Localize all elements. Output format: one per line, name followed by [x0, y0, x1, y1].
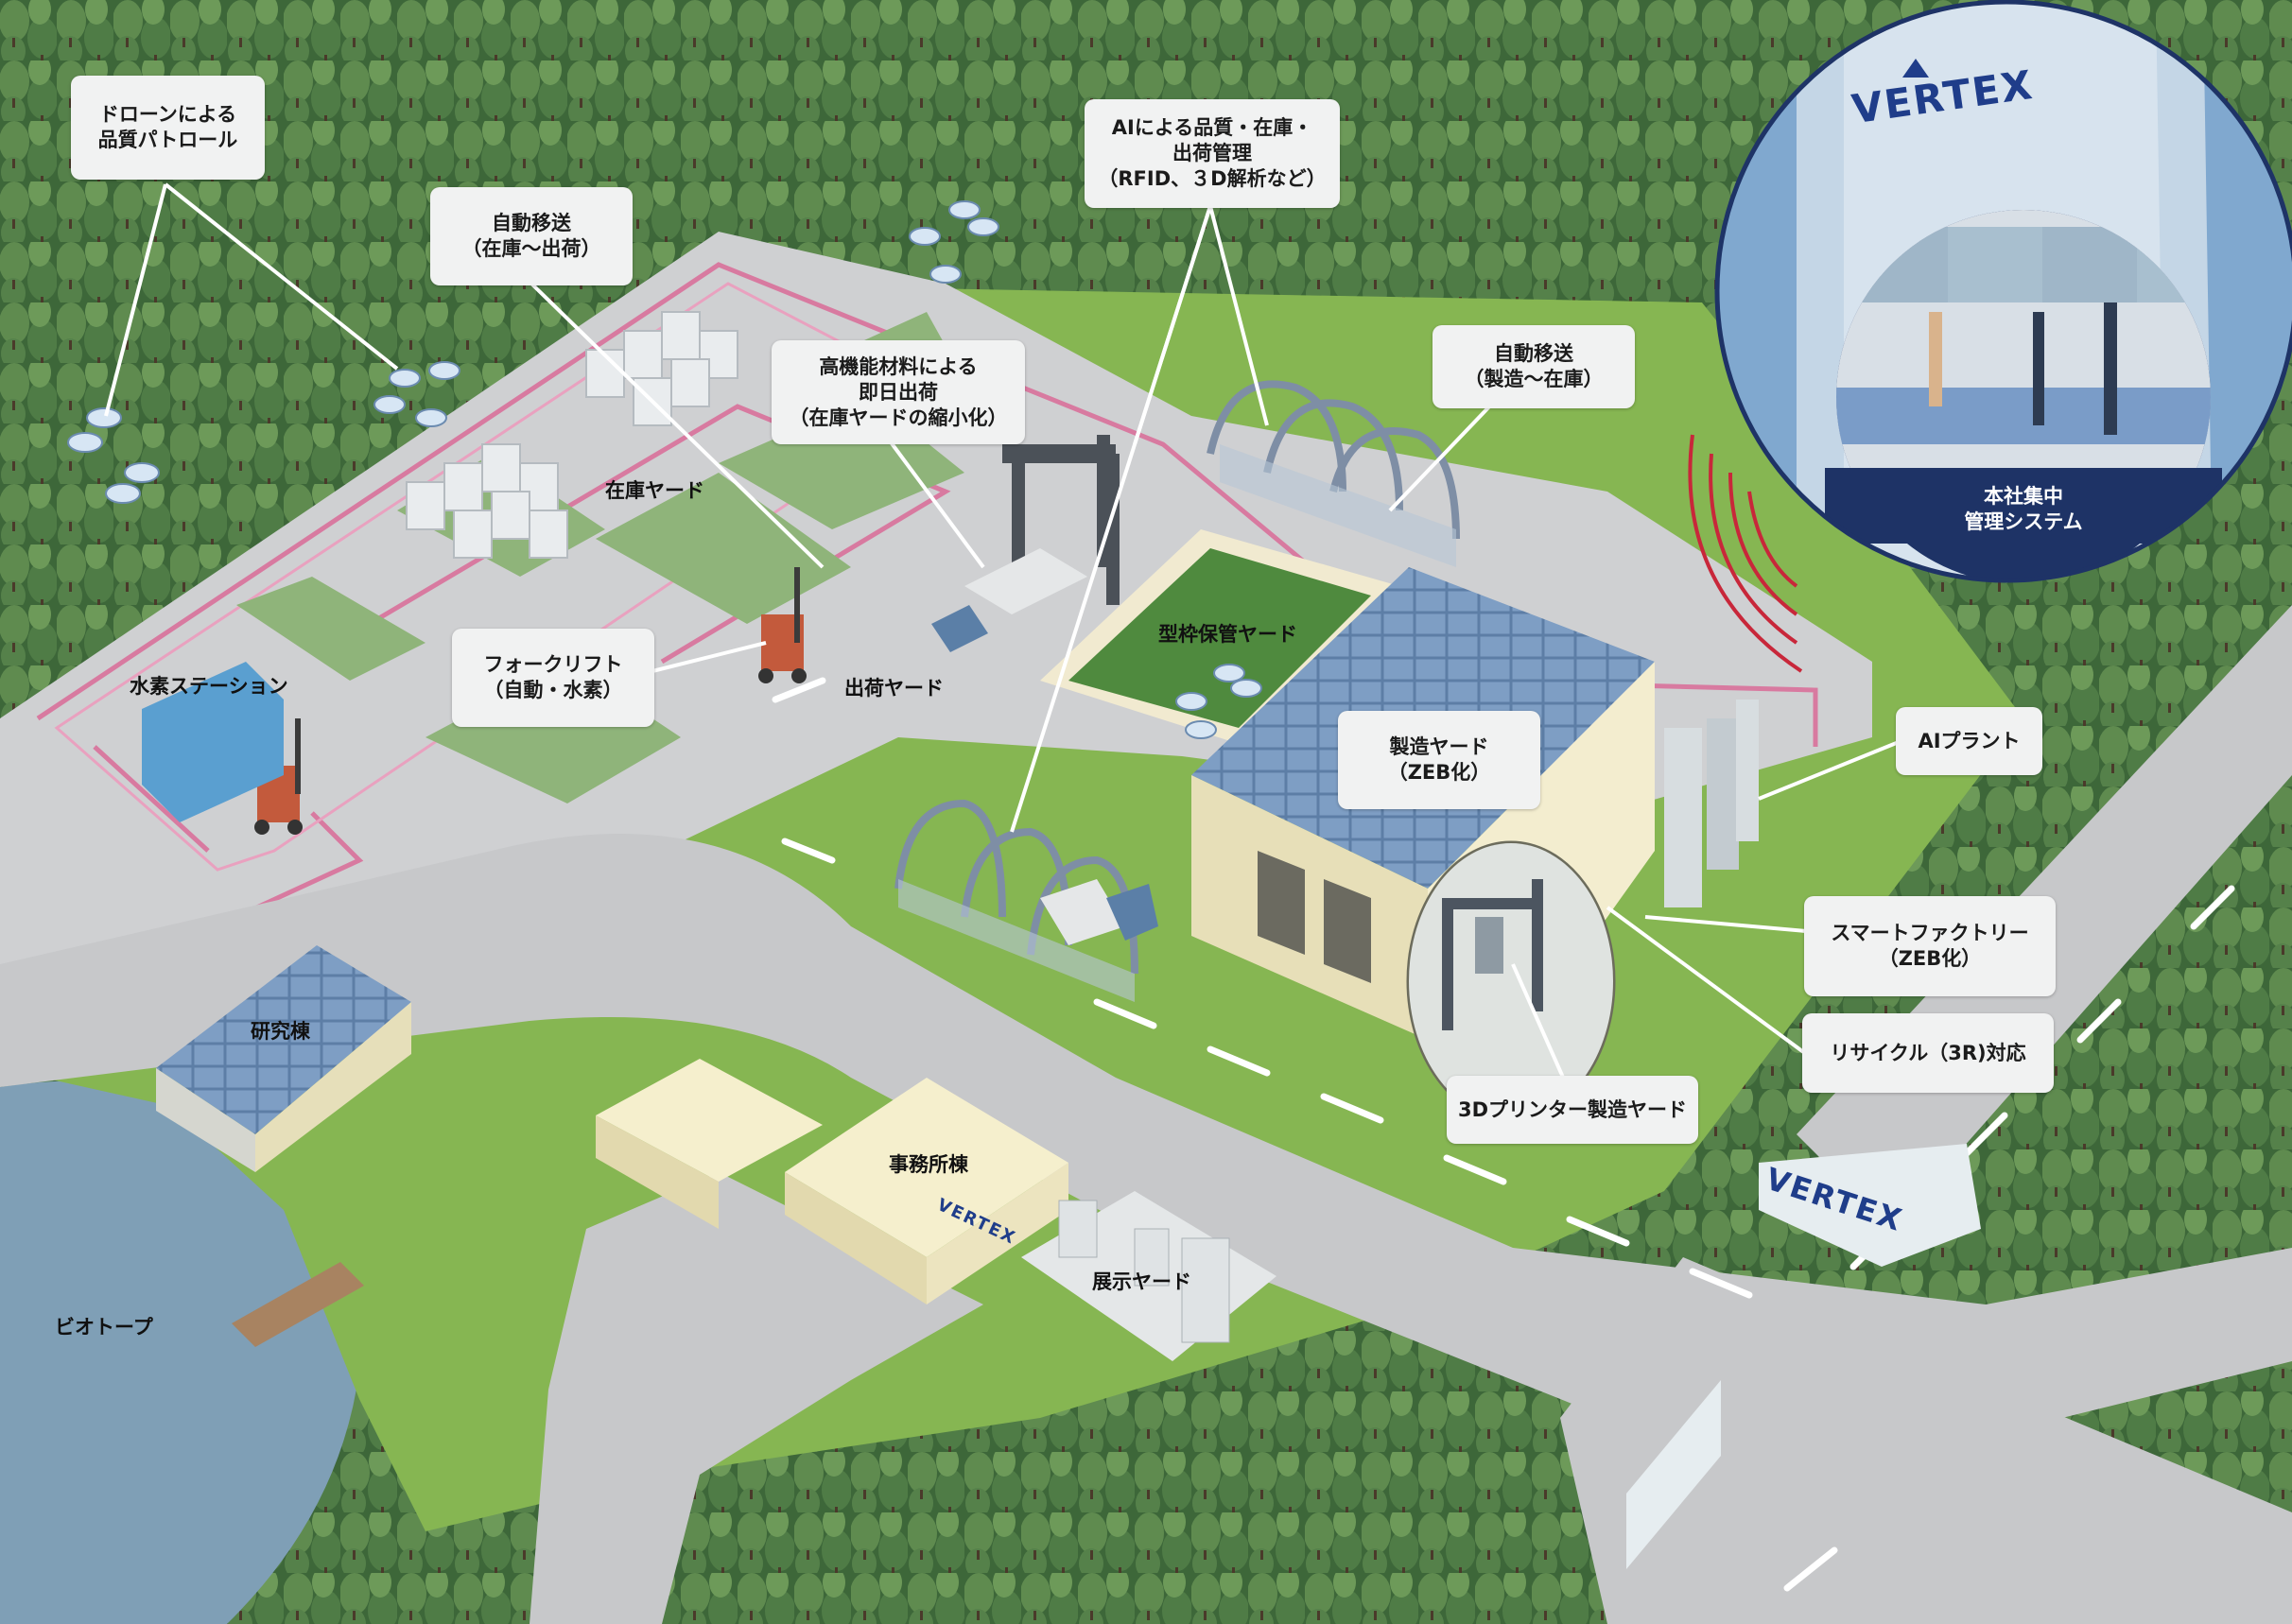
- label-mold-storage-yard: 型枠保管ヤード: [1158, 623, 1297, 646]
- label-stock-yard: 在庫ヤード: [605, 479, 704, 502]
- label-biotope: ビオトープ: [55, 1316, 153, 1339]
- road-markings: [772, 677, 2235, 1592]
- truck-shipping: [931, 548, 1087, 652]
- callout-3d-printer-yard: 3Dプリンター製造ヤード: [1447, 1076, 1698, 1144]
- vertex-logo-mark: [1902, 59, 1929, 78]
- drone: [67, 200, 1262, 739]
- callout-recycle: リサイクル（3R)対応: [1802, 1013, 2054, 1093]
- label-research-building: 研究棟: [251, 1020, 310, 1043]
- entrance-sign-wall: [1759, 1144, 1981, 1267]
- stock-blocks: [406, 311, 738, 559]
- signal-waves: [1688, 434, 1803, 673]
- callout-smart-factory: スマートファクトリー （ZEB化）: [1804, 896, 2056, 996]
- callout-auto-transport-stock-ship: 自動移送 （在庫～出荷）: [430, 187, 633, 285]
- truck-gate: [1040, 879, 1158, 945]
- office-roof-east: [785, 1078, 1068, 1257]
- label-exhibition-yard: 展示ヤード: [1092, 1270, 1191, 1293]
- south-road: [530, 1172, 983, 1624]
- office-roof-west: [596, 1059, 823, 1182]
- callout-ai-management: AIによる品質・在庫・ 出荷管理 （RFID、３D解析など）: [1085, 99, 1340, 208]
- mold-yard-green: [1068, 548, 1371, 728]
- biotope-pier: [232, 1262, 364, 1347]
- hydrogen-station-building: [142, 662, 284, 822]
- research-roof-solar: [156, 945, 411, 1134]
- callout-manufacturing-yard: 製造ヤード （ZEB化）: [1338, 711, 1540, 809]
- callout-auto-transport-mfg-stock: 自動移送 （製造～在庫）: [1432, 325, 1635, 408]
- label-shipping-yard: 出荷ヤード: [844, 677, 944, 700]
- callout-forklift: フォークリフト （自動・水素）: [452, 629, 654, 727]
- callout-leaders: [104, 182, 1900, 1097]
- hq-band: [1825, 468, 2222, 544]
- callout-ai-plant: AIプラント: [1896, 707, 2042, 775]
- label-hydrogen-station: 水素ステーション: [130, 675, 288, 698]
- lake-water: [0, 1080, 363, 1624]
- callout-drone-patrol: ドローンによる 品質パトロール: [71, 76, 265, 180]
- forklift-yard: [758, 567, 807, 683]
- callout-high-perf-material: 高機能材料による 即日出荷 （在庫ヤードの縮小化）: [772, 340, 1025, 444]
- rfid-gate-north: [1207, 380, 1460, 540]
- plant-tower: [1664, 728, 1702, 907]
- hq-management-system-label: 本社集中 管理システム: [1964, 485, 2083, 533]
- label-office-building: 事務所棟: [889, 1153, 968, 1176]
- hq-inset: [1715, 0, 2292, 582]
